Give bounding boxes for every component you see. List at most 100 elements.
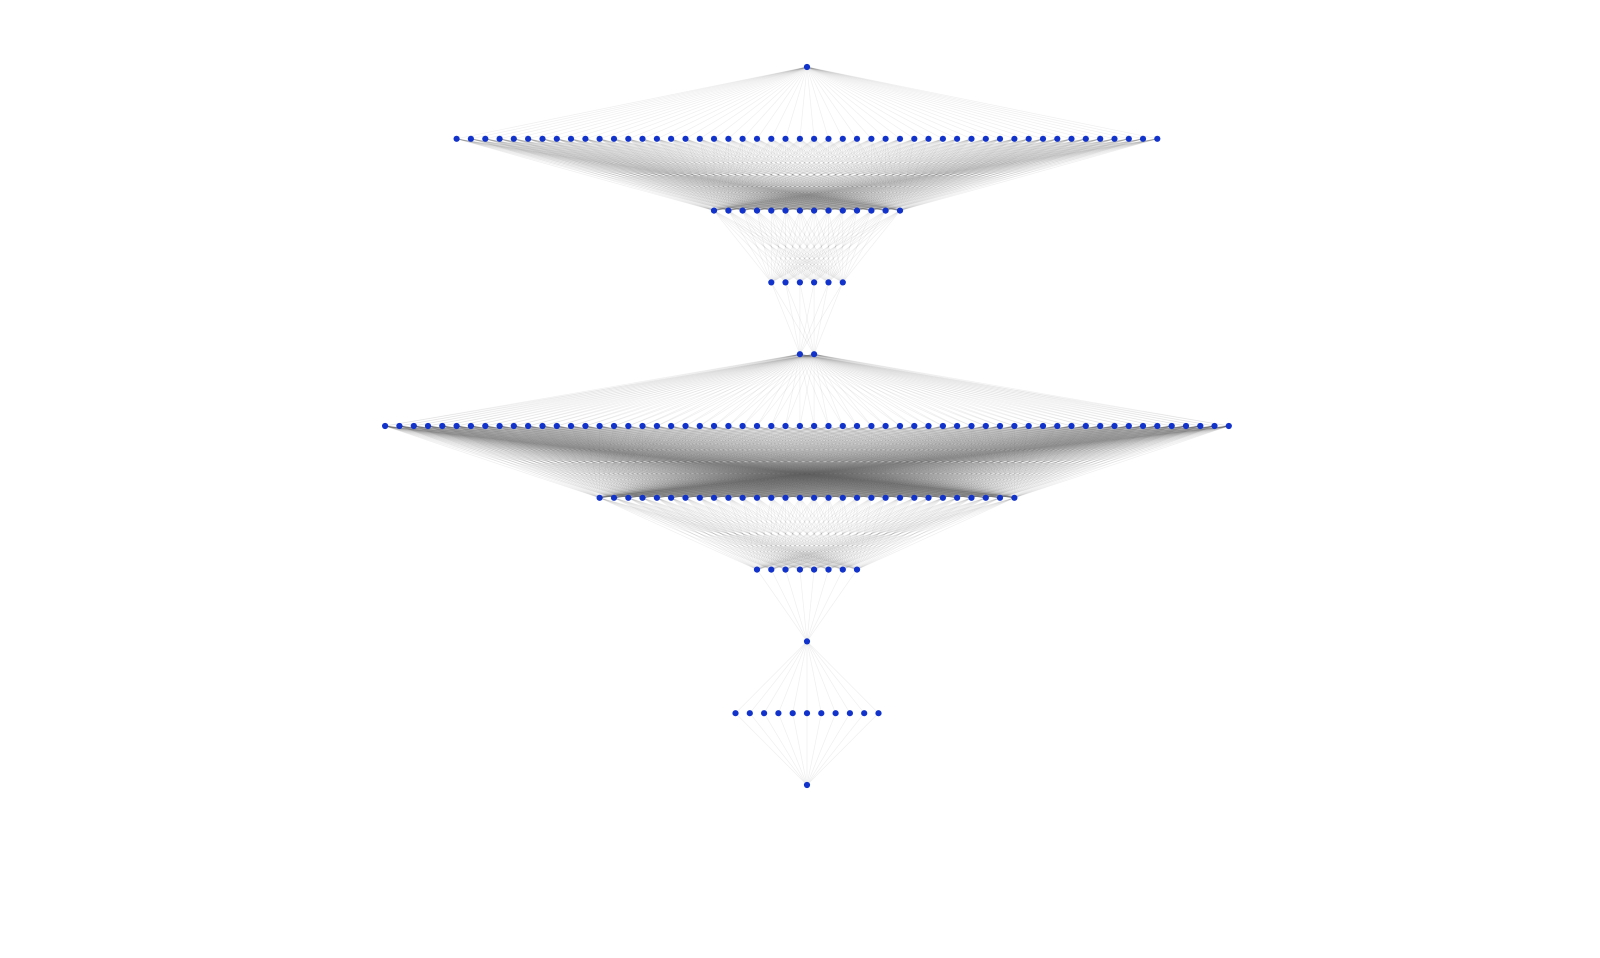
- edge: [685, 425, 972, 499]
- node: [896, 207, 904, 214]
- edge: [642, 138, 758, 211]
- edge: [385, 425, 729, 499]
- node: [1139, 135, 1147, 142]
- edge: [885, 425, 1015, 499]
- edge: [813, 425, 958, 499]
- edge: [642, 425, 986, 499]
- edge: [728, 425, 1187, 499]
- edge: [813, 138, 829, 211]
- edge: [628, 425, 872, 499]
- edge: [899, 138, 1015, 211]
- edge: [785, 138, 844, 211]
- edge: [613, 425, 629, 498]
- edge: [742, 138, 844, 211]
- edge: [828, 425, 1044, 499]
- edge: [699, 425, 715, 498]
- edge: [628, 425, 715, 499]
- edge: [856, 138, 1086, 211]
- edge: [442, 425, 772, 499]
- node: [1039, 422, 1047, 430]
- edge: [728, 138, 858, 211]
- edge: [499, 138, 800, 211]
- edge: [656, 425, 1044, 499]
- node: [710, 494, 718, 501]
- edge: [871, 425, 1172, 499]
- edge: [456, 138, 829, 211]
- edge: [956, 425, 1001, 498]
- edge: [842, 138, 858, 211]
- edge: [642, 353, 815, 427]
- edge: [814, 425, 1172, 499]
- edge: [728, 138, 1115, 211]
- edge: [771, 138, 829, 211]
- edge: [542, 138, 815, 211]
- edge: [885, 138, 1158, 211]
- edge: [499, 138, 729, 211]
- edge: [785, 138, 1086, 211]
- edge: [671, 425, 929, 499]
- edge: [813, 425, 886, 499]
- edge: [485, 425, 758, 499]
- edge: [399, 425, 700, 499]
- edge: [856, 425, 1001, 499]
- edge: [728, 138, 915, 211]
- edge: [399, 425, 800, 499]
- edge: [742, 138, 886, 211]
- edge: [799, 353, 1144, 427]
- edge: [785, 497, 815, 570]
- edge: [728, 425, 772, 498]
- node: [582, 135, 589, 142]
- edge: [713, 425, 729, 498]
- edge: [542, 138, 715, 211]
- edge: [771, 425, 1158, 499]
- edge: [670, 353, 815, 427]
- edge: [770, 497, 815, 570]
- edge: [656, 425, 958, 499]
- edge: [713, 353, 801, 427]
- edge: [570, 138, 758, 211]
- edge: [542, 138, 872, 211]
- edge: [470, 425, 858, 499]
- edge: [685, 425, 1201, 499]
- edge: [914, 425, 1144, 499]
- edge: [756, 497, 1015, 570]
- edge: [785, 138, 1029, 211]
- edge: [756, 138, 1072, 211]
- edge: [613, 425, 915, 499]
- edge: [685, 425, 843, 499]
- edge: [928, 425, 1015, 499]
- edge: [699, 425, 943, 499]
- edge: [899, 425, 929, 498]
- node: [725, 422, 732, 430]
- edge: [742, 497, 772, 570]
- edge: [628, 138, 829, 211]
- edge: [828, 138, 1015, 211]
- edge: [828, 497, 915, 570]
- edge: [642, 425, 658, 498]
- edge: [656, 425, 929, 499]
- edge: [799, 353, 958, 427]
- edge: [771, 138, 915, 211]
- edge: [385, 425, 929, 499]
- edge: [828, 497, 944, 570]
- edge: [885, 138, 1001, 211]
- edge: [685, 425, 729, 498]
- edge: [542, 425, 858, 499]
- edge: [771, 138, 1058, 211]
- edge: [785, 425, 944, 499]
- edge: [806, 569, 829, 642]
- edge: [914, 425, 1044, 499]
- edge: [1014, 425, 1201, 499]
- edge: [899, 425, 1158, 499]
- edge: [771, 497, 858, 570]
- edge: [599, 138, 829, 211]
- edge: [671, 425, 1115, 499]
- edge: [771, 210, 886, 283]
- edge: [799, 138, 901, 211]
- edge: [814, 138, 1144, 211]
- edge: [771, 138, 972, 211]
- edge: [971, 425, 987, 498]
- edge: [685, 425, 943, 499]
- edge: [742, 138, 1086, 211]
- edge: [656, 425, 758, 499]
